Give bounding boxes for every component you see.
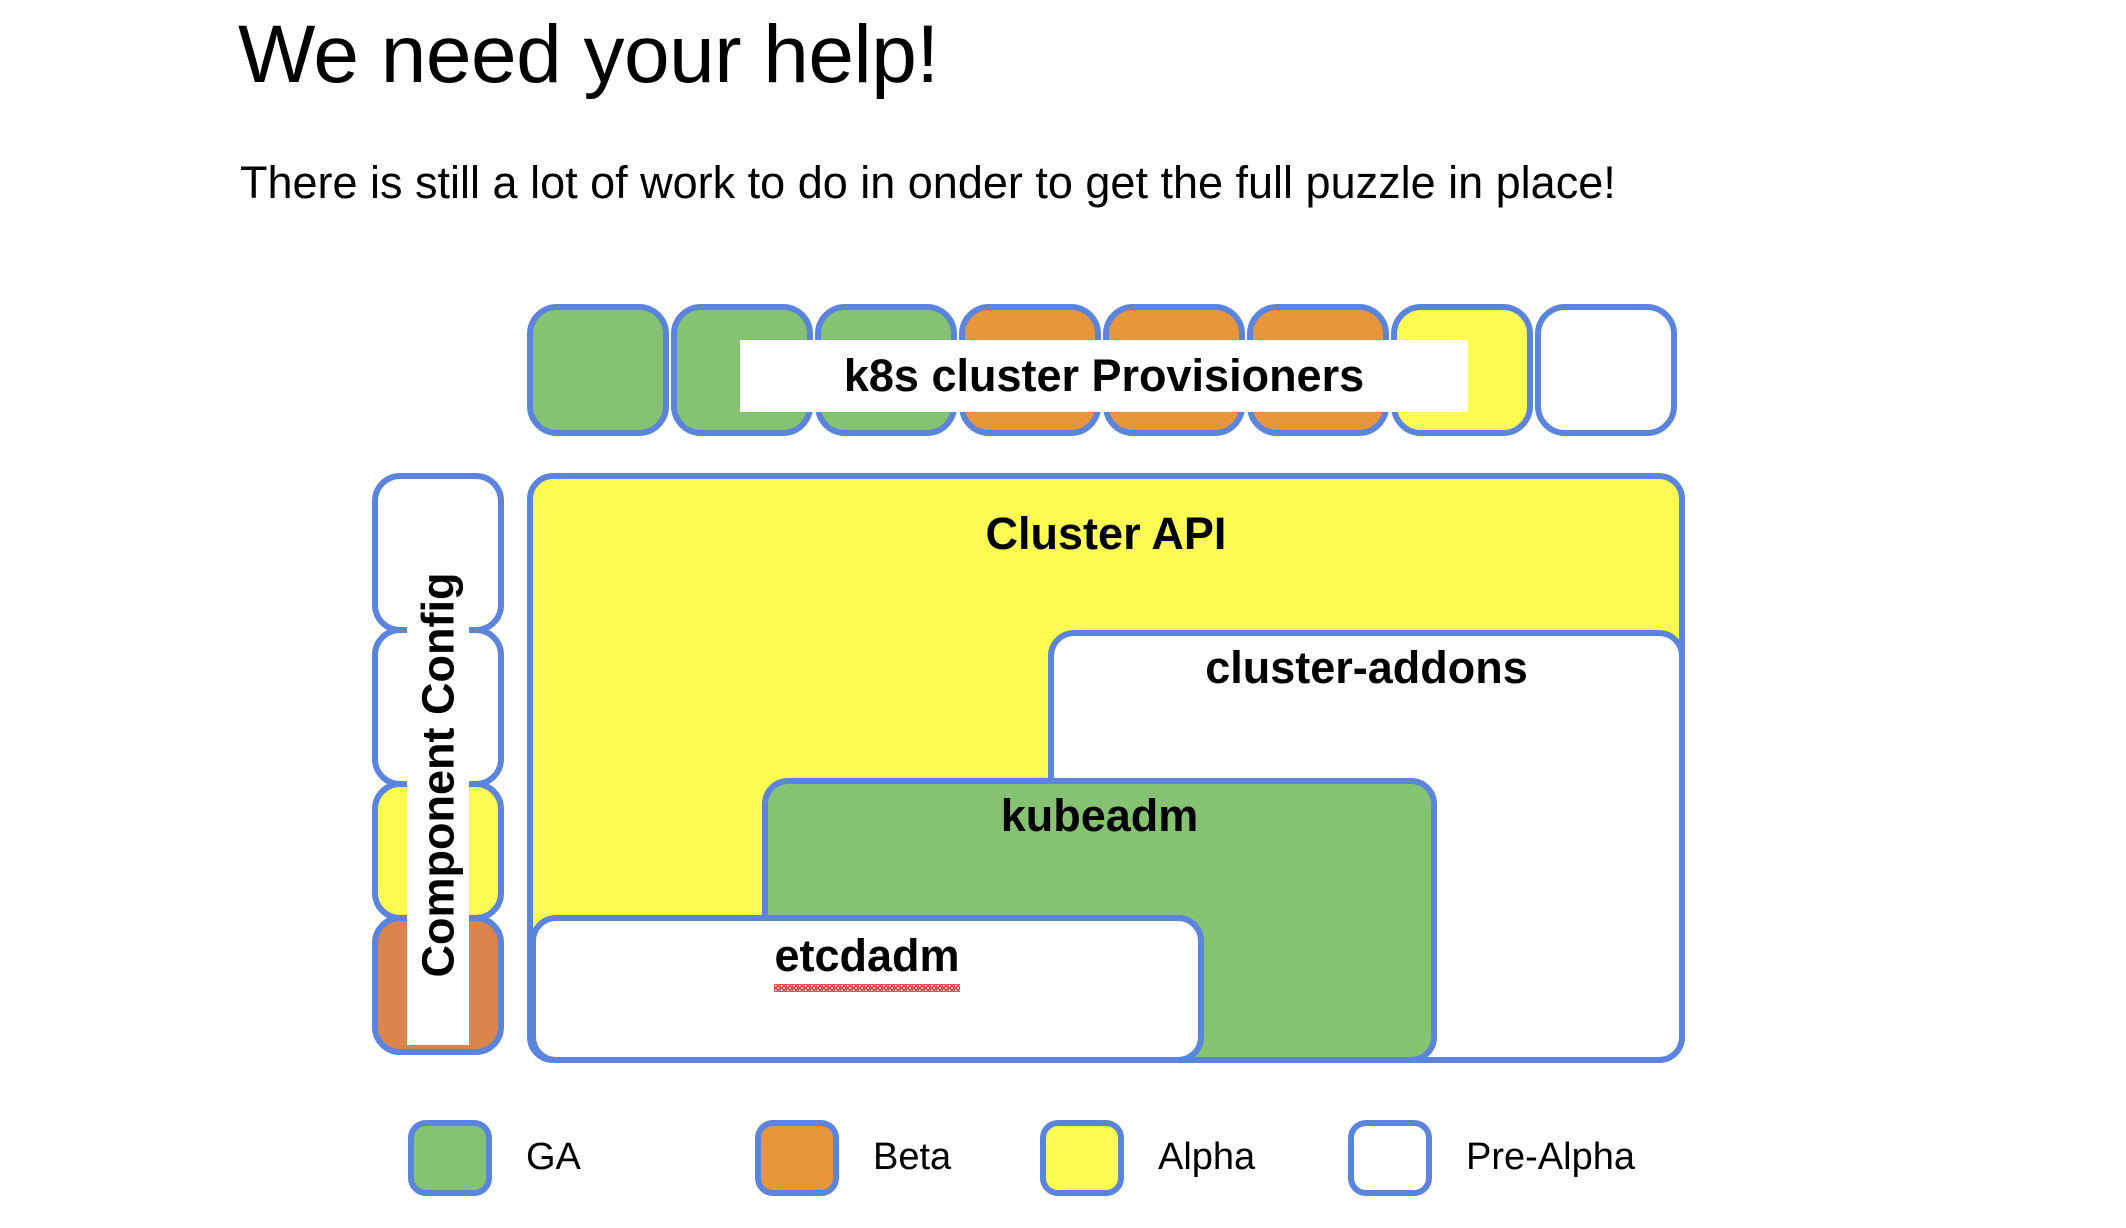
cluster-api-label: Cluster API (985, 508, 1227, 559)
legend-label-ga: GA (526, 1136, 581, 1178)
provisioner-row-label: k8s cluster Provisioners (740, 340, 1468, 412)
legend-swatch-pre-alpha (1348, 1120, 1432, 1196)
legend-swatch-alpha (1040, 1120, 1124, 1196)
legend-label-alpha: Alpha (1158, 1136, 1256, 1178)
component-config-label: Component Config (412, 572, 464, 978)
provisioner-box-8[interactable] (1535, 304, 1677, 436)
legend-swatch-beta (755, 1120, 839, 1196)
legend-swatch-ga (408, 1120, 492, 1196)
component-config-label-plaque: Component Config (407, 505, 469, 1045)
etcdadm-label: etcdadm (774, 930, 960, 992)
legend: GA Beta Alpha Pre-Alpha (0, 1120, 2126, 1210)
legend-label-pre-alpha: Pre-Alpha (1466, 1136, 1635, 1178)
page-title: We need your help! (238, 9, 939, 100)
legend-label-beta: Beta (873, 1136, 952, 1178)
etcdadm-label-wrapper: etcdadm (530, 930, 1204, 992)
cluster-addons-label: cluster-addons (1205, 642, 1528, 693)
provisioner-box-1[interactable] (527, 304, 669, 436)
kubeadm-label: kubeadm (1000, 790, 1199, 841)
page-subtitle: There is still a lot of work to do in on… (240, 157, 1616, 208)
